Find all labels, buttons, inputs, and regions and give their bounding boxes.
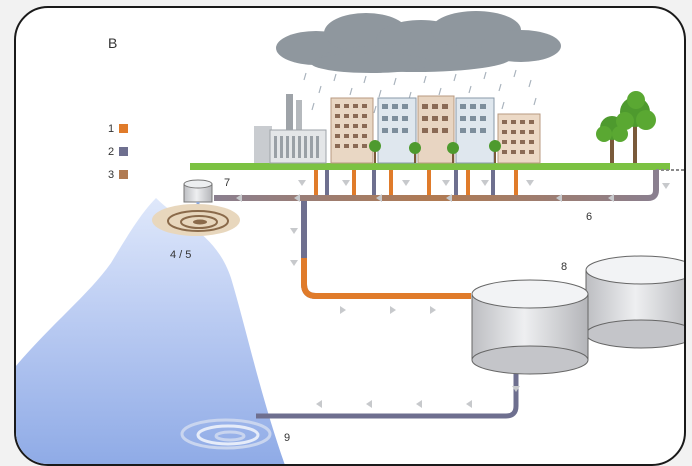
legend-1-number: 1 (108, 123, 114, 135)
surface-connectors (314, 170, 518, 196)
city-buildings (330, 95, 541, 164)
legend-2-swatch (119, 147, 128, 156)
discharge-plume (152, 204, 240, 236)
flow-arrows (236, 180, 670, 408)
river (16, 198, 285, 464)
rain-cloud (276, 11, 561, 73)
callout-4-5: 4 / 5 (170, 249, 191, 261)
legend: 1 2 3 (108, 123, 128, 181)
callout-6: 6 (586, 211, 592, 223)
callout-7: 7 (224, 177, 230, 189)
storage-tank-front (471, 279, 589, 375)
outlet-ripple (180, 418, 272, 450)
outflow-pipe (256, 368, 519, 419)
legend-1-swatch (119, 124, 128, 133)
trees (596, 91, 656, 163)
legend-2-number: 2 (108, 146, 114, 158)
legend-3-number: 3 (108, 169, 114, 181)
storage-tank-back (585, 255, 684, 349)
street-trees (369, 140, 501, 163)
diagram-frame: B 1 2 3 4 / 5 6 7 8 9 (14, 6, 686, 466)
factory (254, 94, 327, 164)
pipe-to-storage-tank (301, 201, 471, 299)
panel-label: B (108, 35, 117, 51)
sewer-system-diagram: B 1 2 3 4 / 5 6 7 8 9 (16, 11, 684, 464)
trunk-sewer-pipe (214, 170, 659, 201)
callout-8: 8 (561, 261, 567, 273)
ground-strip (190, 163, 670, 170)
callout-9: 9 (284, 432, 290, 444)
legend-3-swatch (119, 170, 128, 179)
